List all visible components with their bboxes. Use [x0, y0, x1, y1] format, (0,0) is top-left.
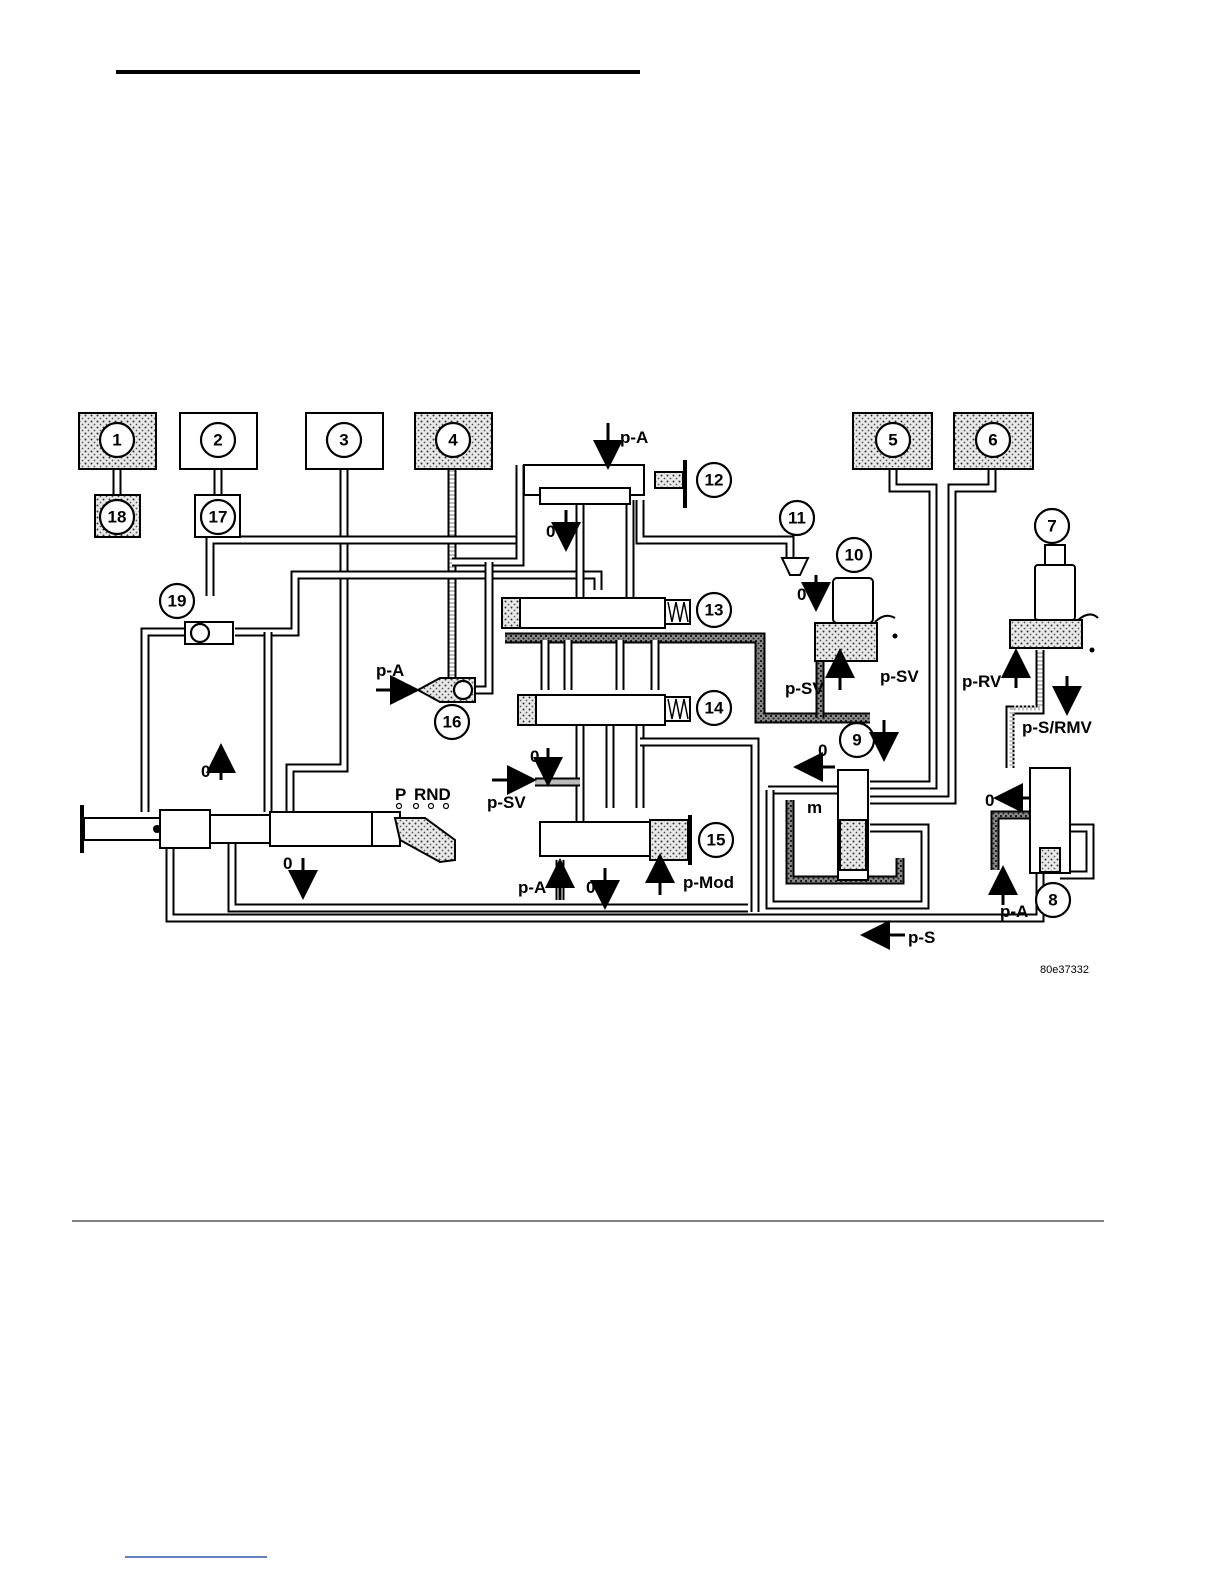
label-ps: p-S	[908, 928, 935, 947]
callout-13: 13	[697, 593, 731, 627]
exhaust-9: 0	[818, 741, 827, 760]
svg-text:6: 6	[988, 431, 997, 450]
callout-15: 15	[699, 823, 733, 857]
exhaust-10: 0	[797, 585, 806, 604]
exhaust-main-down: 0	[283, 854, 292, 873]
svg-text:10: 10	[845, 546, 864, 565]
callout-10: 10	[837, 538, 871, 572]
callout-4: 4	[436, 423, 470, 457]
svg-text:4: 4	[448, 431, 458, 450]
exhaust-main-up: 0	[201, 762, 210, 781]
label-psv-10a: p-SV	[785, 679, 824, 698]
svg-text:5: 5	[888, 431, 897, 450]
callout-7: 7	[1035, 509, 1069, 543]
label-psv-left: p-SV	[487, 793, 526, 812]
svg-text:13: 13	[705, 601, 724, 620]
svg-text:18: 18	[108, 508, 127, 527]
callout-11: 11	[780, 501, 814, 535]
svg-text:17: 17	[209, 508, 228, 527]
label-pa-16: p-A	[376, 661, 404, 680]
callout-17: 17	[201, 500, 235, 534]
callout-16: 16	[435, 705, 469, 739]
label-m: m	[807, 798, 822, 817]
exhaust-14: 0	[530, 747, 539, 766]
label-pa-8: p-A	[1000, 902, 1028, 921]
label-ps-rmv: p-S/RMV	[1022, 718, 1093, 737]
callout-1: 1	[100, 423, 134, 457]
svg-text:8: 8	[1048, 891, 1057, 910]
svg-text:3: 3	[339, 431, 348, 450]
callout-19: 19	[160, 584, 194, 618]
callout-5: 5	[876, 423, 910, 457]
svg-text:19: 19	[168, 592, 187, 611]
selector-p: P	[395, 785, 406, 804]
svg-text:1: 1	[112, 431, 121, 450]
label-psv-10b: p-SV	[880, 667, 919, 686]
callout-14: 14	[697, 691, 731, 725]
svg-text:14: 14	[705, 699, 724, 718]
exhaust-12: 0	[546, 522, 555, 541]
label-pmod: p-Mod	[683, 873, 734, 892]
callout-18: 18	[100, 500, 134, 534]
callout-3: 3	[327, 423, 361, 457]
selector-positions: P RND	[395, 785, 451, 809]
label-prv: p-RV	[962, 672, 1002, 691]
svg-text:12: 12	[705, 471, 724, 490]
callout-8: 8	[1036, 883, 1070, 917]
callout-12: 12	[697, 463, 731, 497]
label-pa-15: p-A	[518, 878, 546, 897]
svg-text:16: 16	[443, 713, 462, 732]
svg-text:15: 15	[707, 831, 726, 850]
label-pa-top: p-A	[620, 428, 648, 447]
exhaust-8: 0	[985, 791, 994, 810]
figure-code: 80e37332	[1040, 964, 1089, 976]
callout-2: 2	[201, 423, 235, 457]
svg-text:9: 9	[852, 731, 861, 750]
callout-9: 9	[840, 723, 874, 757]
callout-6: 6	[976, 423, 1010, 457]
svg-text:11: 11	[788, 509, 806, 528]
exhaust-15: 0	[586, 878, 595, 897]
selector-rnd: RND	[414, 785, 451, 804]
svg-text:7: 7	[1047, 517, 1056, 536]
svg-text:2: 2	[213, 431, 222, 450]
